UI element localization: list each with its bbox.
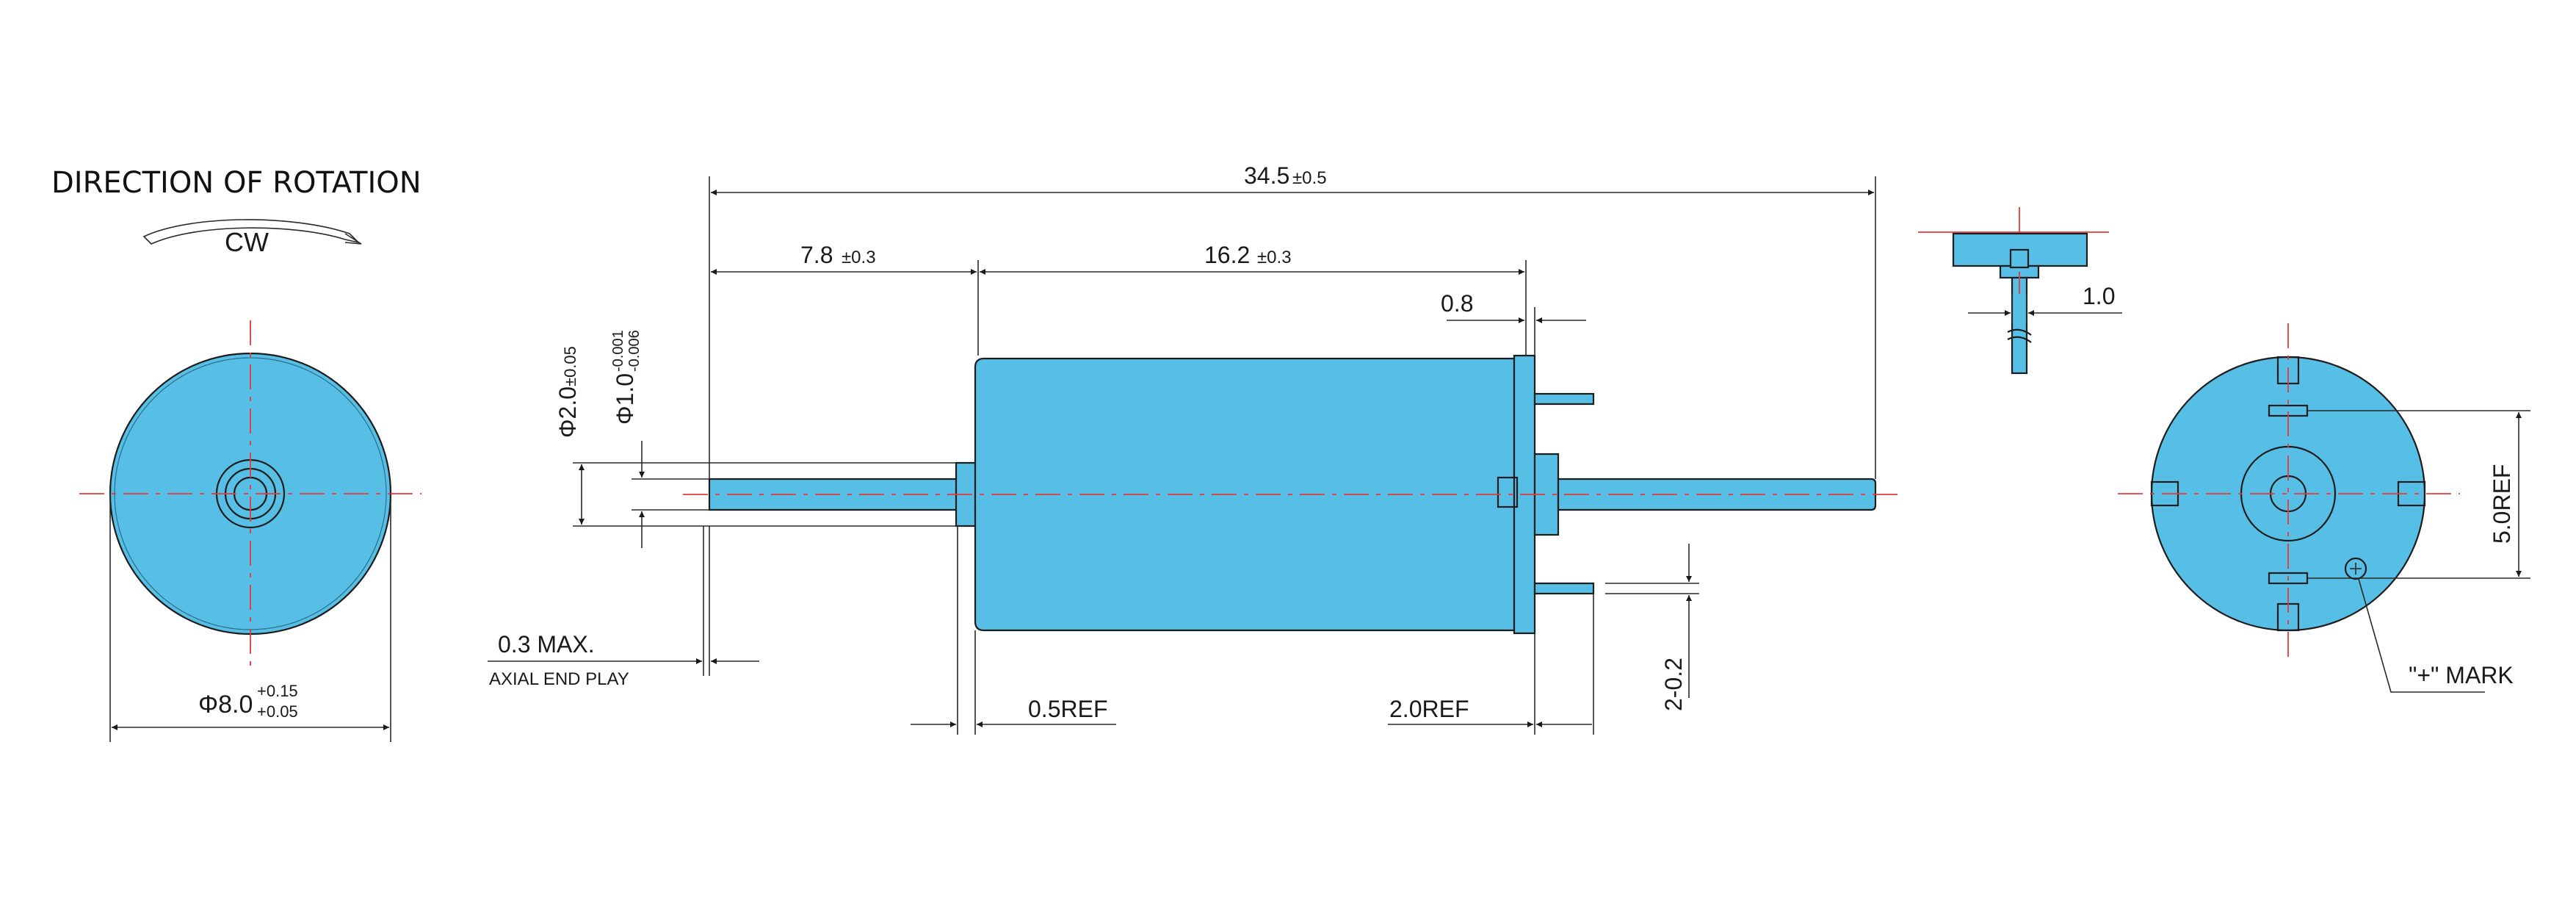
front-diameter-value: Φ8.0 [198,691,253,719]
front-view: Φ8.0 +0.15 +0.05 [79,320,422,742]
terminal-ref-value: 2.0REF [1389,696,1469,722]
shaft-length-tol: ±0.3 [842,248,876,267]
terminal-offset-value: 0.8 [1441,290,1473,317]
boss-diameter-tol: ±0.05 [561,346,579,386]
rotation-indicator: DIRECTION OF ROTATION CW [51,166,422,257]
terminal-detail: 1.0 [1918,207,2122,375]
rotation-heading: DIRECTION OF ROTATION [51,166,422,200]
detail-break-icon [2007,328,2032,343]
terminal-bottom [1533,582,1595,595]
detail-terminal-block [2009,248,2030,269]
mark-label: "+" MARK [2409,662,2514,688]
boss-ref-value: 0.5REF [1028,696,1107,722]
shaft-diameter-tol-upper: -0.001 [610,330,626,372]
front-diameter-tol-upper: +0.15 [257,682,298,700]
body-length-value: 16.2 [1204,242,1250,268]
terminal-spacing-value: 5.0REF [2489,464,2515,544]
rotation-direction: CW [225,227,269,257]
terminal-top [1533,392,1595,406]
rear-view: 5.0REF "+" MARK [2118,323,2530,693]
plus-mark-circle [2344,557,2367,580]
side-view: 34.5 ±0.5 7.8 ±0.3 16.2 ±0.3 0.8 Φ2.0 ±0… [488,162,1902,735]
rear-bushing [1497,476,1519,508]
front-diameter-tol-lower: +0.05 [257,702,298,721]
boss-diameter-value: Φ2.0 [554,386,581,438]
rotation-arrow-head-icon [344,233,362,245]
shaft-diameter-value: Φ1.0 [612,373,638,425]
endplay-caption: AXIAL END PLAY [489,669,629,689]
mark-leader [2358,578,2485,693]
overall-length-value: 34.5 [1244,162,1289,189]
shaft-length-value: 7.8 [800,242,833,268]
endplay-value: 0.3 MAX. [498,631,595,658]
overall-length-tol: ±0.5 [1292,168,1327,188]
shaft-diameter-tol-lower: -0.006 [626,330,643,372]
terminal-thickness-value: 2-0.2 [1660,658,1687,711]
body-length-tol: ±0.3 [1257,248,1292,267]
detail-width-value: 1.0 [2083,283,2115,309]
